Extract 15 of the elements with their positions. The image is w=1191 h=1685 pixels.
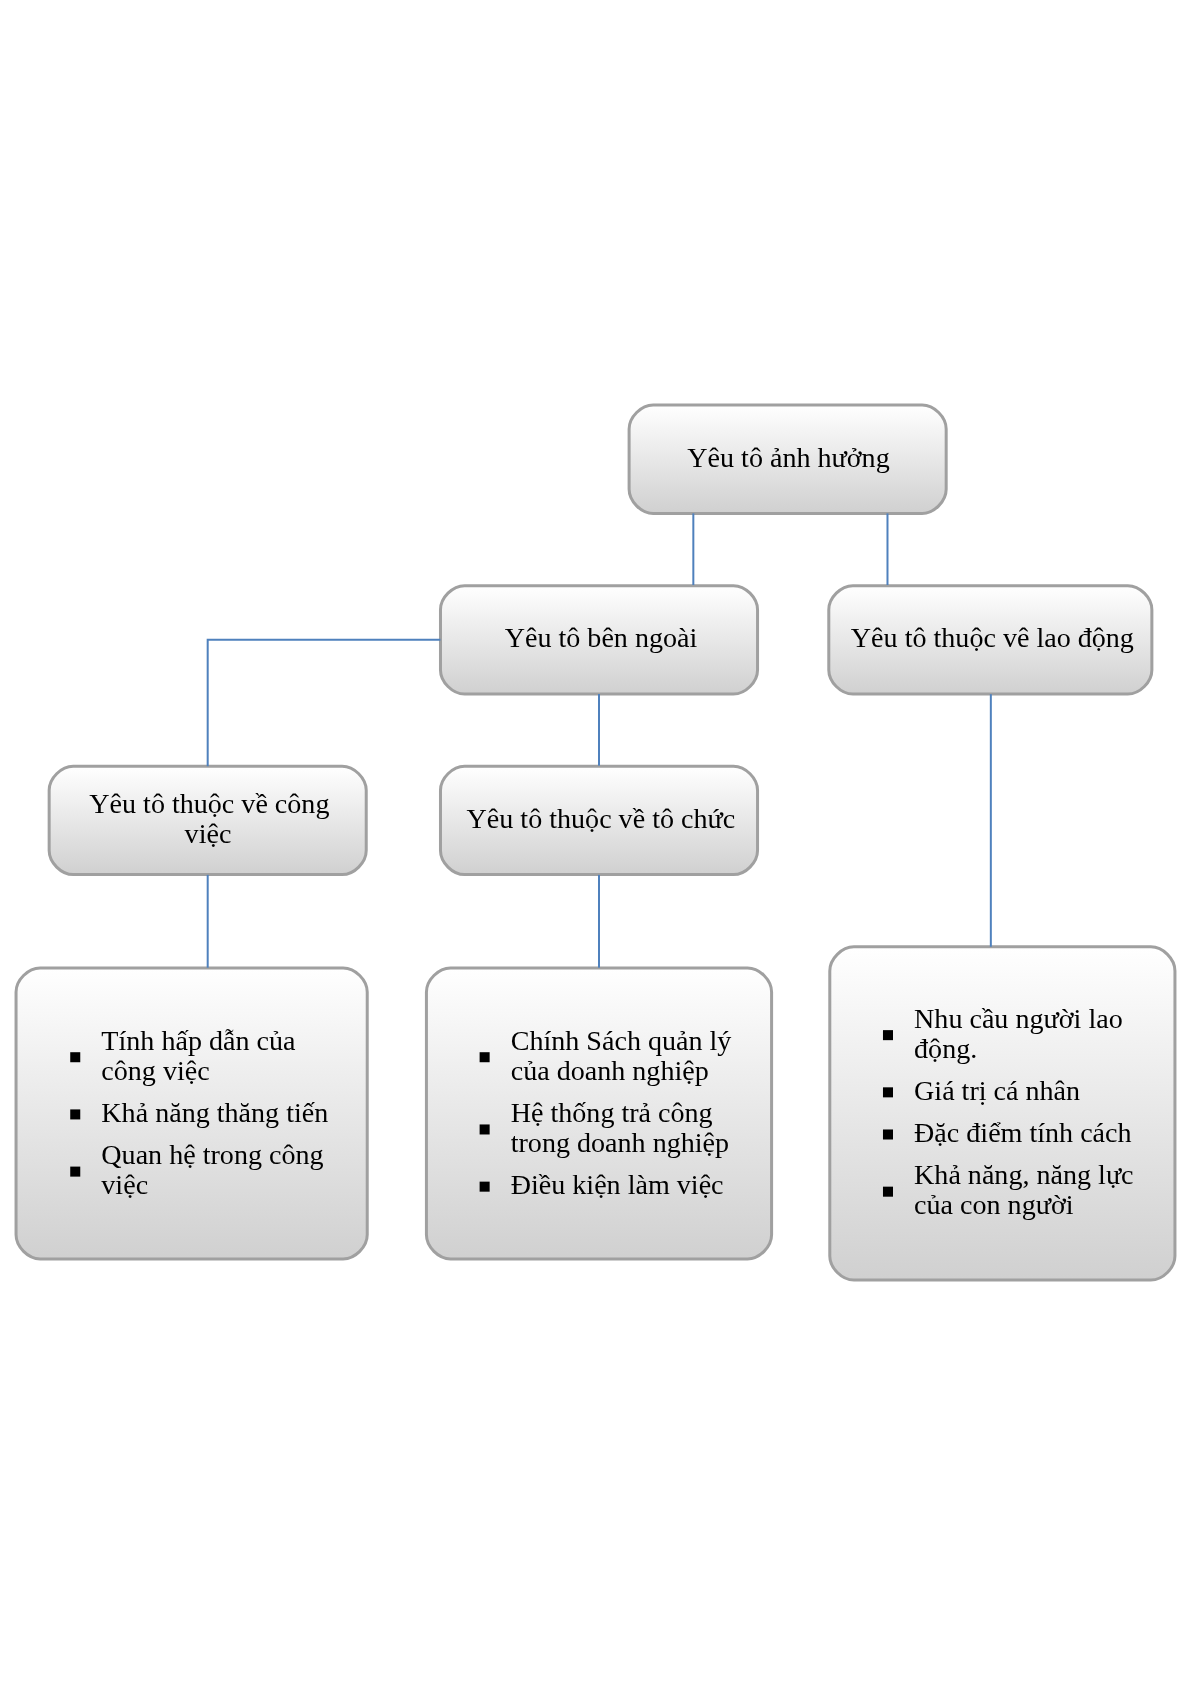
connector: [886, 513, 889, 586]
connector: [206, 874, 209, 968]
node-box: Yêu tô thuộc vê lao động: [827, 584, 1154, 696]
connector: [206, 638, 441, 767]
connector: [598, 694, 600, 766]
node-box: Nhu cầu người lao động. Giá trị cá nhân Đặc điểm tính cách Khả năng, năng lực của con người: [828, 945, 1177, 1282]
node-box: Tính hấp dẫn của công việc Khả năng thăng tiến Quan hệ trong công việc: [14, 966, 369, 1261]
node-box: Yêu tô thuộc về công việc: [47, 764, 368, 877]
connector: [598, 874, 600, 968]
node-box: Yêu tô thuộc về tô chức: [438, 764, 760, 877]
node-box: Yêu tô ảnh hưởng: [627, 403, 948, 515]
node-box: Yêu tô bên ngoài: [438, 584, 760, 696]
connector: [989, 694, 992, 947]
node-box: Chính Sách quản lý của doanh nghiệp Hệ thống trả công trong doanh nghiệp Điều kiện làm việc: [424, 966, 774, 1261]
connector: [692, 513, 695, 586]
